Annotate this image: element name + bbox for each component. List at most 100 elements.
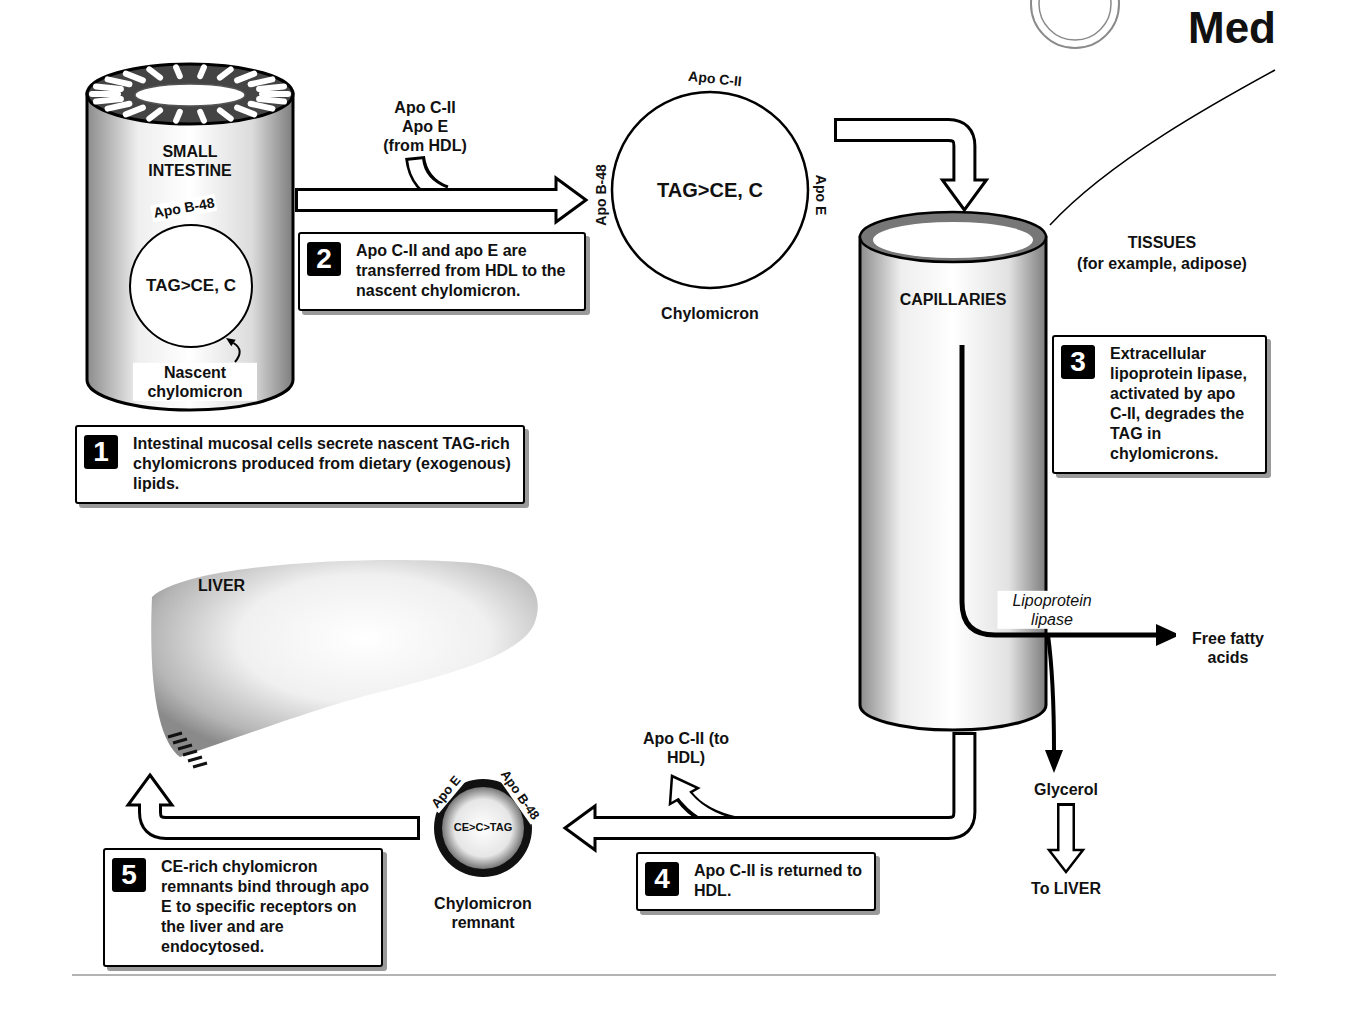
- annotation-label: Free fatty acids: [1176, 629, 1280, 667]
- drawing-part: [92, 91, 118, 97]
- drawing-part: [860, 237, 1046, 730]
- hollow-down-arrow: [1060, 806, 1073, 854]
- shape-label: SMALL INTESTINE: [130, 142, 250, 180]
- drawing-part: [149, 69, 160, 77]
- annotation-label: Apo C-II: [392, 98, 457, 117]
- drawing-part: [860, 212, 1046, 262]
- drawing-part: [96, 99, 121, 102]
- drawing-part: [220, 110, 231, 118]
- shape-label: TISSUES: [1050, 233, 1274, 252]
- flow-arrow: [295, 178, 586, 222]
- drawing-part: [220, 69, 231, 77]
- step-box: 5 CE-rich chylomicron remnants bind throu…: [103, 848, 383, 967]
- callout-number: 5: [112, 858, 146, 892]
- annotation-label: Apo C-II (to HDL): [639, 729, 733, 767]
- annotation-label: (from HDL): [381, 136, 469, 155]
- step-text: Extracellular lipoprotein lipase, activa…: [1110, 344, 1255, 464]
- callout-number: 3: [1061, 345, 1095, 379]
- drawing-part: [176, 112, 180, 121]
- callout-number: 4: [645, 862, 679, 896]
- annotation-label: Nascent chylomicron: [133, 363, 257, 401]
- annotation-label: Apo E: [400, 117, 450, 136]
- drawing-part: [149, 110, 160, 118]
- rule-line: [72, 974, 1276, 976]
- capillary-cylinder: CAPILLARIES: [858, 210, 1048, 732]
- liver-organ-outline: [130, 552, 545, 775]
- annotation-label: Apo B-48: [593, 162, 610, 227]
- drawing-part: [226, 338, 236, 346]
- drawing-part: [237, 108, 254, 115]
- drawing-part: [259, 99, 284, 102]
- drawing-part: [135, 84, 245, 106]
- step-text: CE-rich chylomicron remnants bind throug…: [161, 857, 371, 957]
- step-text: Intestinal mucosal cells secrete nascent…: [133, 434, 513, 494]
- annotation-label: Apo E: [813, 173, 830, 217]
- shape-caption: Chylomicron: [586, 304, 834, 323]
- seal-ring: [1039, 0, 1111, 40]
- shape-caption: (for example, adipose): [1050, 254, 1274, 273]
- drawing-part: [193, 763, 207, 767]
- shape-caption: Chylomicron remnant: [420, 894, 546, 932]
- chylomicron-circle: TAG>CE, CChylomicron: [586, 70, 834, 300]
- drawing-part: [237, 74, 254, 81]
- drawing-part: [1048, 635, 1054, 750]
- drawing-part: [200, 112, 204, 121]
- drawing-part: [87, 64, 293, 124]
- shape-label: CAPILLARIES: [858, 290, 1048, 309]
- annotation-label: To LIVER: [1029, 879, 1103, 898]
- callout-number: 2: [307, 242, 341, 276]
- drawing-part: [176, 67, 180, 76]
- drawing-part: [262, 91, 288, 97]
- arrow-fill: [298, 191, 561, 209]
- drawing-part: [251, 79, 273, 84]
- flow-arrow: [128, 775, 420, 828]
- flow-arrow: [834, 130, 986, 210]
- step-text: Apo C-II and apo E are transferred from …: [356, 241, 574, 301]
- annotation-label: Lipoprotein lipase: [998, 591, 1107, 629]
- logo-text: Med: [1186, 2, 1278, 55]
- annotation-label: Glycerol: [1032, 780, 1100, 799]
- drawing-part: [873, 222, 1033, 258]
- arrow-fill: [837, 130, 964, 185]
- drawing-part: [126, 108, 143, 115]
- drawing-part: [108, 79, 130, 84]
- drawing-part: [151, 560, 538, 757]
- nascent-chylomicron-circle: TAG>CE, C: [128, 223, 254, 349]
- drawing-part: [87, 94, 293, 410]
- drawing-part: [259, 86, 284, 89]
- shape-label: CE>C>TAG: [420, 821, 546, 834]
- seal-ring: [1031, 0, 1119, 48]
- drawing-part: [234, 343, 240, 362]
- drawing-part: [178, 745, 192, 749]
- drawing-part: [168, 733, 207, 767]
- capillary-cylinder-outline: [858, 210, 1048, 732]
- drawing-part: [96, 86, 121, 89]
- drawing-part: [251, 104, 273, 109]
- drawing-part: [200, 67, 204, 76]
- tissue-region: TISSUES (for example, adipose) 3 Extracellu…: [1050, 60, 1370, 990]
- drawing-part: [168, 733, 182, 737]
- drawing-part: [108, 104, 130, 109]
- shape-label: TAG>CE, C: [128, 276, 254, 296]
- step-box: 2 Apo C-II and apo E are transferred from…: [298, 232, 586, 311]
- step-box: 3 Extracellular lipoprotein lipase, activ…: [1052, 335, 1267, 474]
- callout-number: 1: [84, 435, 118, 469]
- step-text: Apo C-II is returned to HDL.: [694, 861, 864, 901]
- drawing-part: [173, 739, 187, 743]
- intestine-cylinder: SMALL INTESTINE TAG>CE, C: [85, 62, 295, 412]
- drawing-part: [188, 757, 202, 761]
- step-box: 4 Apo C-II is returned to HDL.: [636, 852, 876, 911]
- tissue-region-outline: [1050, 60, 1370, 990]
- annotation-label: Apo C-II: [685, 68, 744, 91]
- liver-organ: LIVER: [130, 552, 545, 775]
- shape-label: LIVER: [198, 576, 245, 595]
- drawing-part: [1045, 750, 1063, 773]
- shape-label: TAG>CE, C: [586, 178, 834, 202]
- flow-arrow: [565, 732, 964, 850]
- drawing-part: [183, 751, 197, 755]
- drawing-part: [1050, 70, 1275, 225]
- step-box: 1 Intestinal mucosal cells secrete nascen…: [75, 425, 525, 504]
- arrow-fill: [150, 800, 417, 828]
- drawing-part: [126, 74, 143, 81]
